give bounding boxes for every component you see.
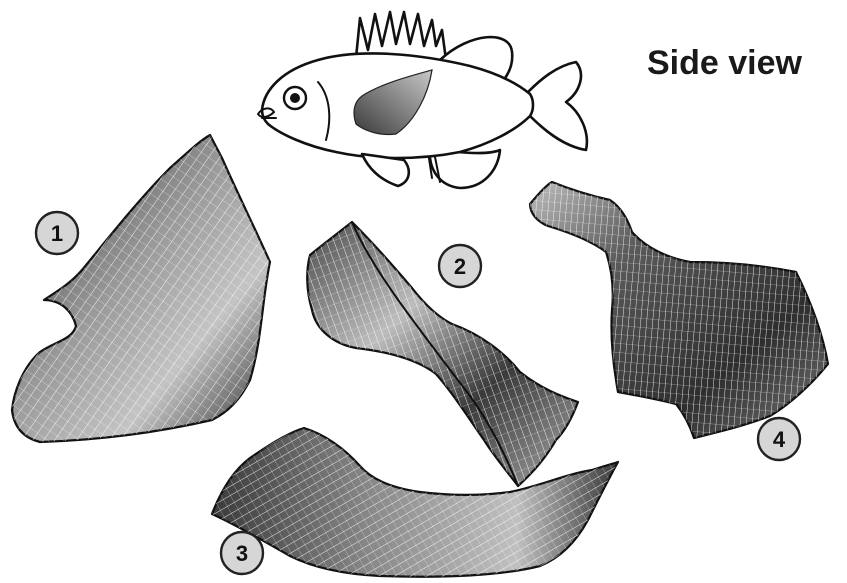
panel-badge-4: 4 [758, 418, 800, 460]
panel-badge-3: 3 [221, 532, 263, 574]
figure-title: Side view [647, 44, 803, 82]
panel-badge-1: 1 [36, 212, 78, 254]
panel-number-2: 2 [454, 254, 466, 279]
panel-badge-2: 2 [439, 245, 481, 287]
fin-surface-3 [212, 428, 618, 577]
panel-number-3: 3 [236, 541, 248, 566]
panel-number-1: 1 [51, 221, 63, 246]
fin-surface-4 [530, 182, 828, 438]
panel-number-4: 4 [773, 427, 786, 452]
fin-surface-1 [12, 135, 270, 442]
